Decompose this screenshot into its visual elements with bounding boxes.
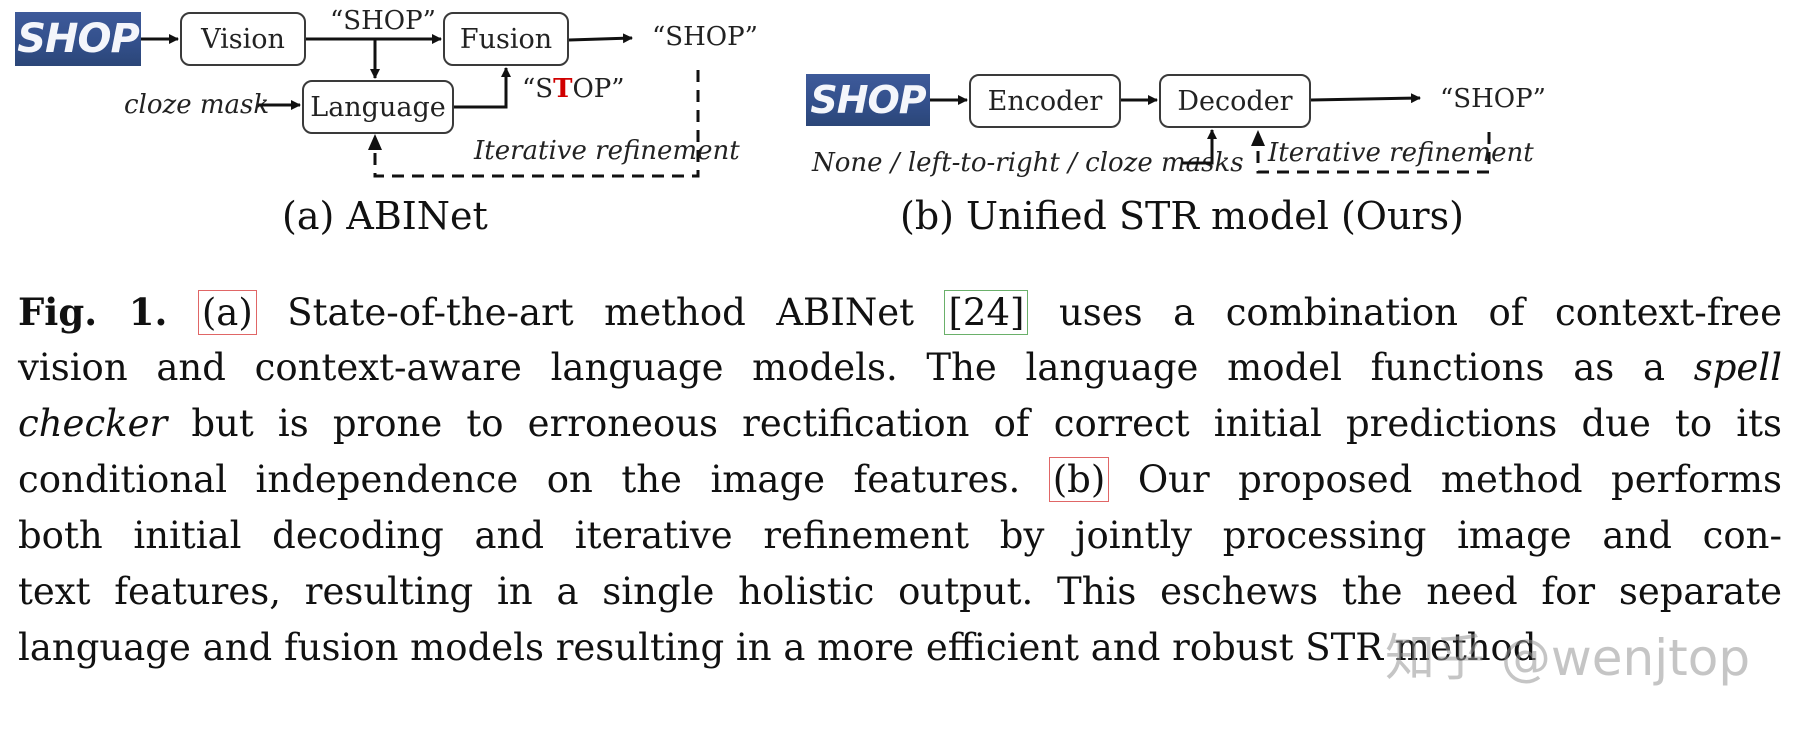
arrow-decoder-to-output (1310, 93, 1421, 104)
vision-output-label: “SHOP” (330, 6, 436, 36)
masks-label: None / left-to-right / cloze masks (812, 148, 1244, 178)
iterative-loop-a-head (368, 134, 382, 150)
iterative-loop-b-head (1251, 130, 1265, 146)
caption-line-3: checker but is prone to erroneous rectif… (18, 402, 1782, 445)
vision-label: Vision (201, 23, 285, 55)
fusion-box: Fusion (443, 12, 569, 66)
caption-line-4: conditional independence on the image fe… (18, 457, 1783, 502)
decoder-box: Decoder (1159, 74, 1311, 128)
watermark: 知乎 @wenjtop (1385, 629, 1751, 687)
citation-link[interactable]: [24] (944, 290, 1029, 335)
shop-image-text: SHOP (810, 78, 926, 122)
caption-line-2: vision and context-aware language models… (18, 346, 1782, 389)
vision-box: Vision (180, 12, 306, 66)
caption-line-6: text features, resulting in a single hol… (18, 570, 1782, 613)
caption-line-7: language and fusion models resulting in … (18, 626, 1537, 669)
language-label: Language (310, 91, 446, 123)
arrow-fusion-to-output (568, 33, 633, 44)
arrow-language-to-fusion (454, 67, 511, 109)
figure-caption-paragraph: Fig. 1. (a) State-of-the-art method ABIN… (18, 284, 1782, 676)
encoder-box: Encoder (969, 74, 1121, 128)
iterative-refinement-label-a: Iterative refinement (474, 136, 740, 166)
caption-line-5: both initial decoding and iterative refi… (18, 514, 1782, 557)
encoder-label: Encoder (987, 85, 1103, 117)
shop-image-text: SHOP (17, 16, 140, 62)
fusion-label: Fusion (459, 23, 553, 55)
shop-image-b: SHOP (806, 74, 930, 126)
iterative-loop-b (1256, 132, 1491, 174)
decoder-output-label: “SHOP” (1440, 84, 1546, 114)
caption-b: (b) Unified STR model (Ours) (900, 194, 1464, 238)
figure-label: Fig. 1. (18, 290, 168, 334)
fusion-output-label: “SHOP” (652, 22, 758, 52)
ref-a-link[interactable]: (a) (197, 290, 257, 335)
erroneous-char: T (553, 74, 573, 104)
shop-image-a: SHOP (15, 12, 141, 66)
language-box: Language (302, 80, 454, 134)
caption-line-1: Fig. 1. (a) State-of-the-art method ABIN… (18, 290, 1782, 335)
arrow-masks-to-decoder (1182, 129, 1217, 165)
ref-b-link[interactable]: (b) (1048, 457, 1110, 502)
cloze-mask-label: cloze mask (124, 90, 270, 120)
language-output-label: “STOP” (522, 74, 625, 104)
iterative-loop-a (373, 70, 700, 178)
diagram-arrows (141, 33, 1491, 178)
caption-a: (a) ABINet (282, 194, 488, 238)
decoder-label: Decoder (1177, 85, 1293, 117)
